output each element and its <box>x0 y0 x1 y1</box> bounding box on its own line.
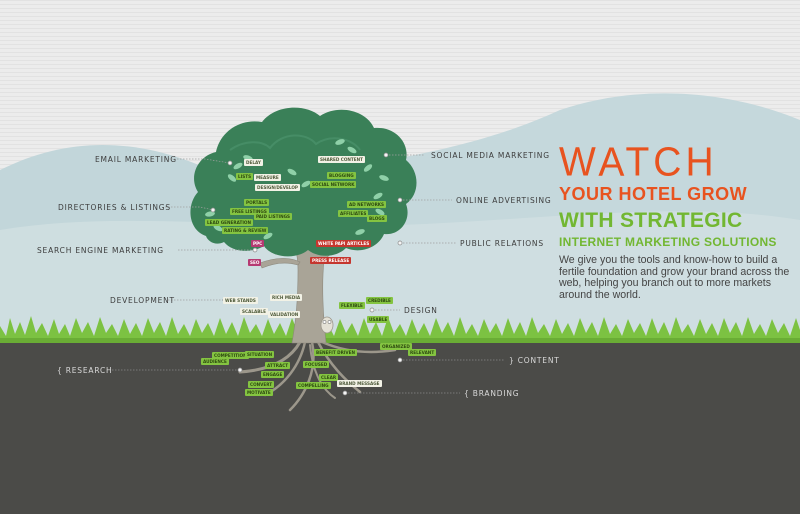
leaf-clusters <box>205 139 389 240</box>
owl-figure <box>320 316 334 334</box>
label-online-advertising: ONLINE ADVERTISING <box>456 196 552 205</box>
tag-affiliates: AFFILIATES <box>338 210 369 217</box>
tag-portals: PORTALS <box>244 199 270 206</box>
tag-blogs: BLOGS <box>367 215 387 222</box>
tag-attract: ATTRACT <box>265 362 291 369</box>
root-leader-lines <box>112 359 505 394</box>
label-search-engine-marketing: SEARCH ENGINE MARKETING <box>37 246 164 255</box>
tag-delay: DELAY <box>244 159 263 166</box>
tag-compelling: COMPELLING <box>296 382 331 389</box>
tag-lead-generation: LEAD GENERATION <box>205 219 253 226</box>
tag-articles: ARTICLES <box>345 240 372 247</box>
tag-ppc: PPC <box>251 240 265 247</box>
tag-shared-content: SHARED CONTENT <box>318 156 365 163</box>
tag-usable: USABLE <box>367 316 390 323</box>
tag-white-paper: WHITE PAPER <box>316 240 352 247</box>
tag-paid-listings: PAID LISTINGS <box>254 213 293 220</box>
tag-convert: CONVERT <box>248 381 275 388</box>
leader-lines <box>165 154 456 311</box>
tag-credible: CREDIBLE <box>366 297 393 304</box>
tag-measure: MEASURE <box>254 174 281 181</box>
tag-validation: VALIDATION <box>268 311 301 318</box>
tag-brand-message: BRAND MESSAGE <box>337 380 382 387</box>
label-directories-listings: DIRECTORIES & LISTINGS <box>58 203 171 212</box>
tag-relevant: RELEVANT <box>408 349 437 356</box>
label-design: DESIGN <box>404 306 438 315</box>
tag-ad-networks: AD NETWORKS <box>347 201 387 208</box>
headline-solutions: INTERNET MARKETING SOLUTIONS <box>559 235 777 249</box>
grass-strip <box>0 316 800 342</box>
tag-focused: FOCUSED <box>303 361 330 368</box>
tag-organized: ORGANIZED <box>380 343 412 350</box>
tag-seo: SEO <box>248 259 262 266</box>
tag-blogging: BLOGGING <box>327 172 356 179</box>
tag-audience: AUDIENCE <box>201 358 229 365</box>
tag-rich-media: RICH MEDIA <box>270 294 303 301</box>
label-branding: { BRANDING <box>464 389 520 398</box>
tag-competition: COMPETITION <box>212 352 249 359</box>
soil-ground <box>0 340 800 514</box>
description-text: We give you the tools and know-how to bu… <box>559 254 790 301</box>
grass-base <box>0 338 800 343</box>
tag-press-release: PRESS RELEASE <box>310 257 352 264</box>
label-email-marketing: EMAIL MARKETING <box>95 155 177 164</box>
tag-social-network: SOCIAL NETWORK <box>310 181 357 188</box>
headline-strategic: WITH STRATEGIC <box>559 209 743 232</box>
headline-watch: WATCH <box>559 139 718 186</box>
label-public-relations: PUBLIC RELATIONS <box>460 239 544 248</box>
tag-design-develop: DESIGN/DEVELOP <box>255 184 300 191</box>
tag-benefit-driven: BENEFIT DRIVEN <box>314 349 358 356</box>
tag-web-stands: WEB STANDS <box>223 297 258 304</box>
label-content: } CONTENT <box>509 356 560 365</box>
tag-free-listings: FREE LISTINGS <box>230 208 269 215</box>
tag-flexible: FLEXIBLE <box>339 302 365 309</box>
headline-hotel-grow: YOUR HOTEL GROW <box>559 184 748 204</box>
label-development: DEVELOPMENT <box>110 296 175 305</box>
tag-motivate: MOTIVATE <box>245 389 273 396</box>
hill-mid <box>0 211 800 340</box>
tag-clear: CLEAR <box>319 374 339 381</box>
tag-engage: ENGAGE <box>261 371 285 378</box>
label-social-media-marketing: SOCIAL MEDIA MARKETING <box>431 151 550 160</box>
tag-scalable: SCALABLE <box>240 308 268 315</box>
label-research: { RESEARCH <box>57 366 113 375</box>
tag-situation: SITUATION <box>245 351 275 358</box>
tag-lists: LISTS <box>236 173 254 180</box>
tag-rating-review: RATING & REVIEW <box>222 227 269 234</box>
